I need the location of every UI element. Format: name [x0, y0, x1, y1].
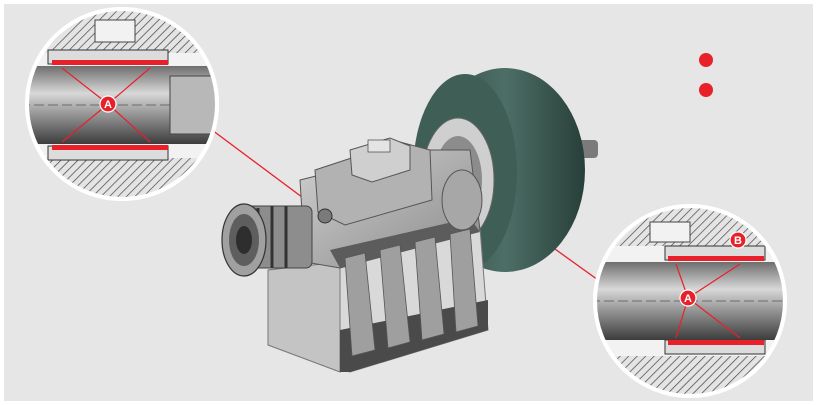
red-bearing-zone-top [668, 256, 764, 261]
detail-view-right: B A [593, 204, 787, 398]
red-bearing-zone-bottom [52, 145, 168, 150]
red-dot-icon [699, 83, 713, 97]
red-dot-icon [699, 53, 713, 67]
callout-badge-a-right: A [679, 289, 697, 307]
belt-pulley [221, 203, 313, 277]
spindle-unit [221, 68, 598, 373]
detail-frame-left [25, 7, 219, 201]
callout-badge-a-left: A [99, 95, 117, 113]
detail-view-left: A [25, 7, 219, 201]
spindle-housing [299, 137, 483, 357]
red-bearing-zone-top [52, 60, 168, 65]
red-bearing-zone-bottom [668, 340, 764, 345]
callout-label-a: A [104, 99, 112, 111]
housing-ribs [344, 228, 479, 357]
lube-port [367, 139, 391, 153]
callout-label-b: B [734, 235, 742, 247]
bolt-head [317, 208, 333, 224]
detail-frame-right [593, 204, 787, 398]
callout-badge-b-right: B [729, 231, 747, 249]
callout-label-a: A [684, 293, 692, 305]
front-bearing-cap [441, 169, 483, 231]
